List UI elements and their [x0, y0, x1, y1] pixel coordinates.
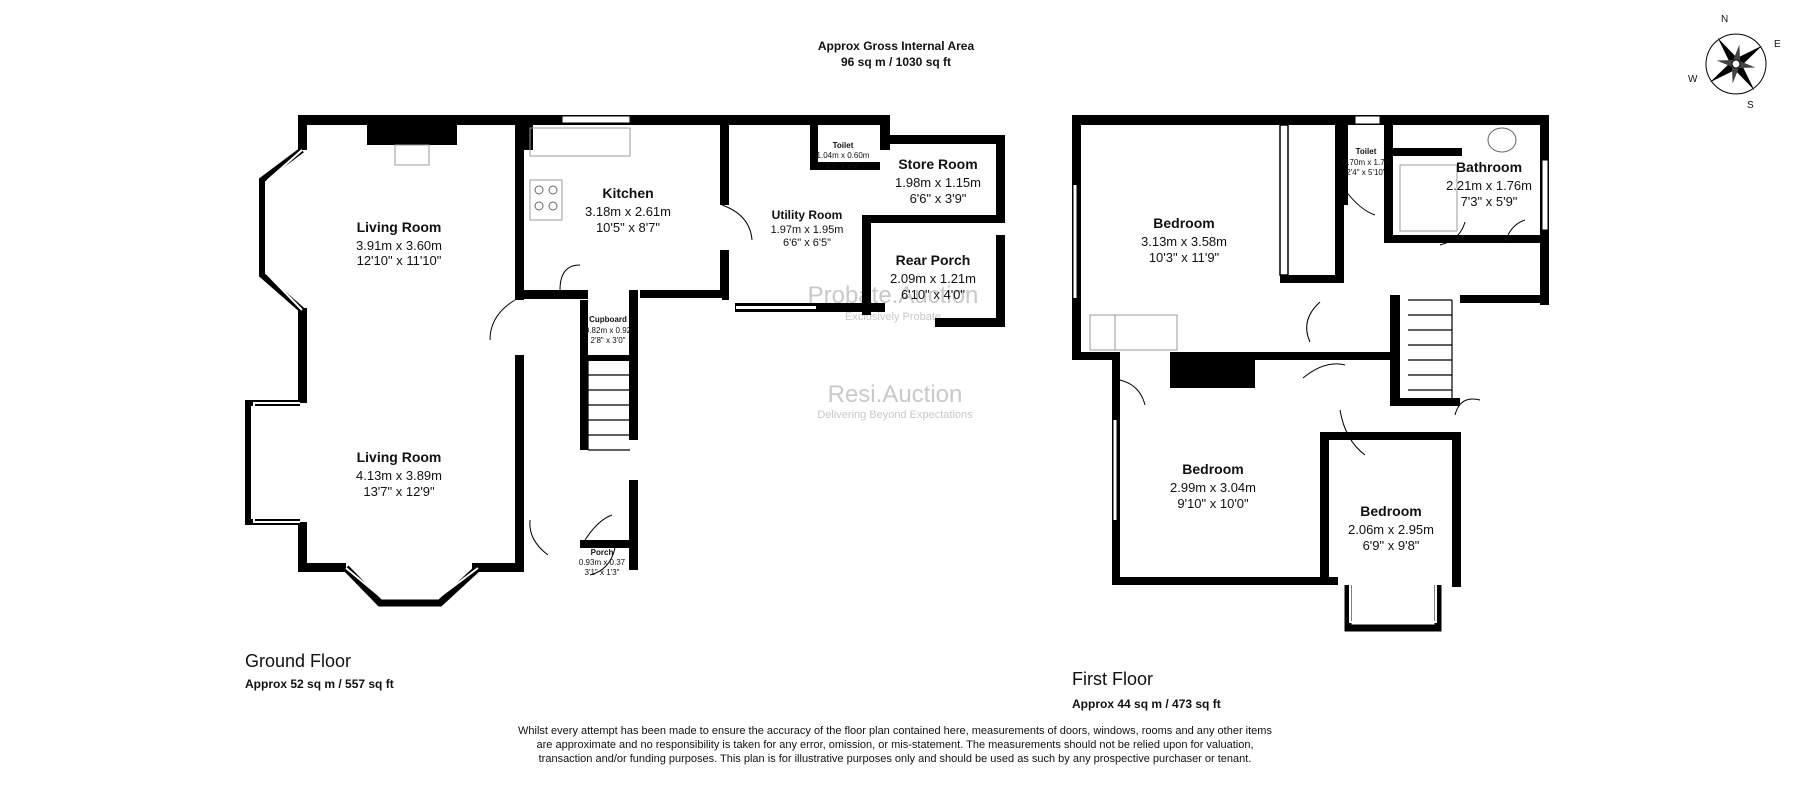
svg-text:Utility Room: Utility Room [772, 208, 843, 222]
svg-text:2.99m x 3.04m: 2.99m x 3.04m [1170, 480, 1256, 495]
room-label-ff-bedroom-3: Bedroom 2.06m x 2.95m 6'9" x 9'8" [1348, 503, 1434, 553]
svg-text:Porch: Porch [591, 548, 614, 557]
svg-text:2'8" x 3'0": 2'8" x 3'0" [591, 336, 626, 345]
svg-text:Toilet: Toilet [1356, 147, 1377, 156]
svg-text:3.91m x 3.60m: 3.91m x 3.60m [356, 238, 442, 253]
compass-e: E [1774, 39, 1781, 50]
room-label-gf-living-room-1: Living Room 3.91m x 3.60m 12'10" x 11'10… [356, 219, 442, 268]
svg-text:6'6" x 6'5": 6'6" x 6'5" [783, 237, 831, 249]
ground-floor-plan [245, 115, 1005, 607]
room-label-gf-store-room: Store Room 1.98m x 1.15m 6'6" x 3'9" [895, 156, 981, 206]
ground-floor-label: Ground Floor [245, 651, 352, 671]
compass-n: N [1721, 14, 1728, 25]
svg-text:2.21m x 1.76m: 2.21m x 1.76m [1446, 178, 1532, 193]
header-title: Approx Gross Internal Area [818, 39, 975, 53]
first-floor-plan [1072, 115, 1549, 632]
svg-text:Bedroom: Bedroom [1153, 215, 1214, 231]
svg-text:1.97m x 1.95m: 1.97m x 1.95m [771, 224, 844, 236]
svg-text:9'10" x 10'0": 9'10" x 10'0" [1177, 496, 1249, 511]
svg-text:6'9" x 9'8": 6'9" x 9'8" [1363, 538, 1420, 553]
room-label-ff-bedroom-2: Bedroom 2.99m x 3.04m 9'10" x 10'0" [1170, 461, 1256, 511]
svg-text:1.98m x 1.15m: 1.98m x 1.15m [895, 175, 981, 190]
svg-text:Bedroom: Bedroom [1360, 503, 1421, 519]
room-label-gf-rear-porch: Rear Porch 2.09m x 1.21m 6'10" x 4'0" [890, 252, 976, 302]
svg-text:13'7" x 12'9": 13'7" x 12'9" [363, 484, 435, 499]
disclaimer-text: Whilst every attempt has been made to en… [518, 725, 1272, 765]
svg-text:0.93m x 0.37: 0.93m x 0.37 [579, 558, 626, 567]
room-label-gf-toilet: Toilet 1.04m x 0.60m 3'5" x 2'0" [817, 141, 870, 170]
svg-text:Kitchen: Kitchen [602, 185, 653, 201]
svg-text:Store Room: Store Room [898, 156, 977, 172]
svg-text:3.18m x 2.61m: 3.18m x 2.61m [585, 204, 671, 219]
svg-text:2'4" x 5'10": 2'4" x 5'10" [1346, 168, 1386, 177]
compass-s: S [1747, 100, 1754, 111]
first-floor-area: Approx 44 sq m / 473 sq ft [1072, 697, 1221, 711]
room-label-ff-bathroom: Bathroom 2.21m x 1.76m 7'3" x 5'9" [1446, 159, 1532, 209]
svg-text:Toilet: Toilet [833, 141, 854, 150]
room-label-gf-cupboard: Cupboard 0.82m x 0.92 2'8" x 3'0" [585, 315, 632, 345]
svg-text:3'1" x 1'3": 3'1" x 1'3" [585, 568, 620, 577]
compass-w: W [1688, 74, 1698, 85]
svg-text:3.13m x 3.58m: 3.13m x 3.58m [1141, 234, 1227, 249]
svg-text:Bathroom: Bathroom [1456, 159, 1522, 175]
room-label-gf-utility-room: Utility Room 1.97m x 1.95m 6'6" x 6'5" [771, 208, 844, 249]
room-label-gf-living-room-2: Living Room 4.13m x 3.89m 13'7" x 12'9" [356, 449, 442, 499]
svg-text:Delivering Beyond Expectations: Delivering Beyond Expectations [817, 409, 973, 421]
svg-text:6'10" x 4'0": 6'10" x 4'0" [901, 287, 965, 302]
ground-floor-area: Approx 52 sq m / 557 sq ft [245, 677, 394, 691]
svg-text:Living Room: Living Room [357, 449, 442, 465]
room-label-gf-porch: Porch 0.93m x 0.37 3'1" x 1'3" [579, 548, 626, 577]
svg-text:6'6" x 3'9": 6'6" x 3'9" [910, 191, 967, 206]
svg-text:Cupboard: Cupboard [589, 315, 627, 324]
svg-text:Resi.Auction: Resi.Auction [828, 381, 963, 408]
compass-icon [1705, 33, 1767, 95]
header-area: 96 sq m / 1030 sq ft [841, 55, 951, 69]
svg-text:2.09m x 1.21m: 2.09m x 1.21m [890, 271, 976, 286]
svg-text:1.04m x 0.60m: 1.04m x 0.60m [817, 151, 870, 160]
svg-text:Bedroom: Bedroom [1182, 461, 1243, 477]
svg-text:4.13m x 3.89m: 4.13m x 3.89m [356, 468, 442, 483]
svg-text:12'10" x 11'10": 12'10" x 11'10" [357, 253, 442, 268]
svg-text:10'5" x 8'7": 10'5" x 8'7" [596, 220, 660, 235]
room-label-ff-toilet: Toilet 0.70m x 1.79 2'4" x 5'10" [1343, 147, 1390, 177]
svg-text:3'5" x 2'0": 3'5" x 2'0" [826, 161, 861, 170]
svg-text:0.70m x 1.79: 0.70m x 1.79 [1343, 158, 1390, 167]
room-label-ff-bedroom-1: Bedroom 3.13m x 3.58m 10'3" x 11'9" [1141, 215, 1227, 265]
svg-text:Living Room: Living Room [357, 219, 442, 235]
svg-text:2.06m x 2.95m: 2.06m x 2.95m [1348, 522, 1434, 537]
svg-text:0.82m x 0.92: 0.82m x 0.92 [585, 326, 632, 335]
svg-text:Exclusively Probate: Exclusively Probate [845, 311, 941, 323]
watermark-resi: Resi.Auction Delivering Beyond Expectati… [817, 381, 973, 421]
first-floor-label: First Floor [1072, 669, 1153, 689]
room-label-gf-kitchen: Kitchen 3.18m x 2.61m 10'5" x 8'7" [585, 185, 671, 235]
svg-text:Rear Porch: Rear Porch [896, 252, 971, 268]
svg-text:7'3" x 5'9": 7'3" x 5'9" [1461, 194, 1518, 209]
svg-text:10'3" x 11'9": 10'3" x 11'9" [1149, 250, 1220, 265]
